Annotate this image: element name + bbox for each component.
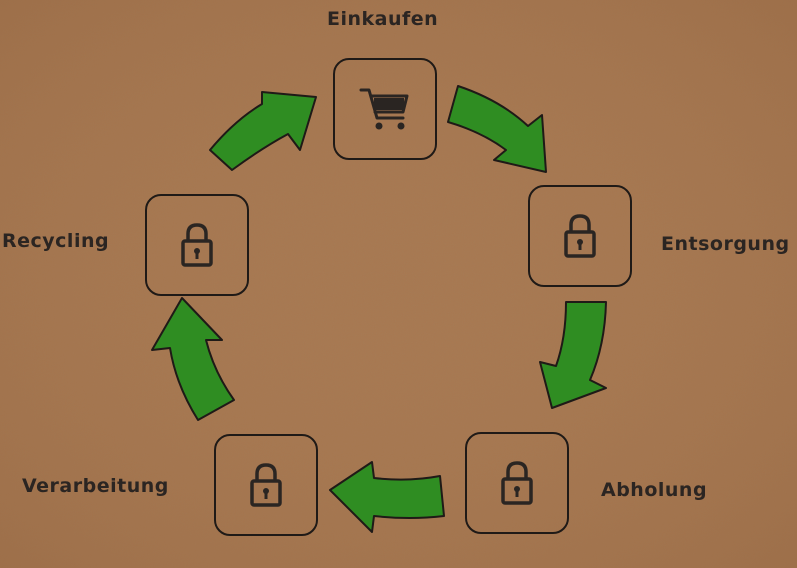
- stage-einkaufen-label: Einkaufen: [327, 8, 439, 30]
- stage-entsorgung-box[interactable]: [528, 185, 632, 287]
- stage-verarbeitung-box[interactable]: [214, 434, 318, 536]
- arrow-abholung-to-verarbeitung: [329, 461, 445, 533]
- stage-entsorgung-label: Entsorgung: [661, 233, 790, 255]
- stage-abholung-box[interactable]: [465, 432, 569, 534]
- padlock-icon: [250, 463, 282, 507]
- padlock-icon: [181, 223, 213, 267]
- padlock-icon: [564, 214, 596, 258]
- stage-recycling-label: Recycling: [2, 230, 110, 252]
- stage-recycling-box[interactable]: [145, 194, 249, 296]
- arrow-einkaufen-to-entsorgung: [447, 85, 547, 173]
- arrow-entsorgung-to-abholung: [539, 301, 607, 409]
- arrow-recycling-to-einkaufen: [209, 91, 317, 171]
- stage-verarbeitung-label: Verarbeitung: [22, 475, 169, 497]
- shopping-cart-icon: [359, 88, 409, 130]
- stage-abholung-label: Abholung: [601, 479, 708, 501]
- stage-einkaufen-box[interactable]: [333, 58, 437, 160]
- padlock-icon: [501, 461, 533, 505]
- arrow-verarbeitung-to-recycling: [151, 297, 235, 421]
